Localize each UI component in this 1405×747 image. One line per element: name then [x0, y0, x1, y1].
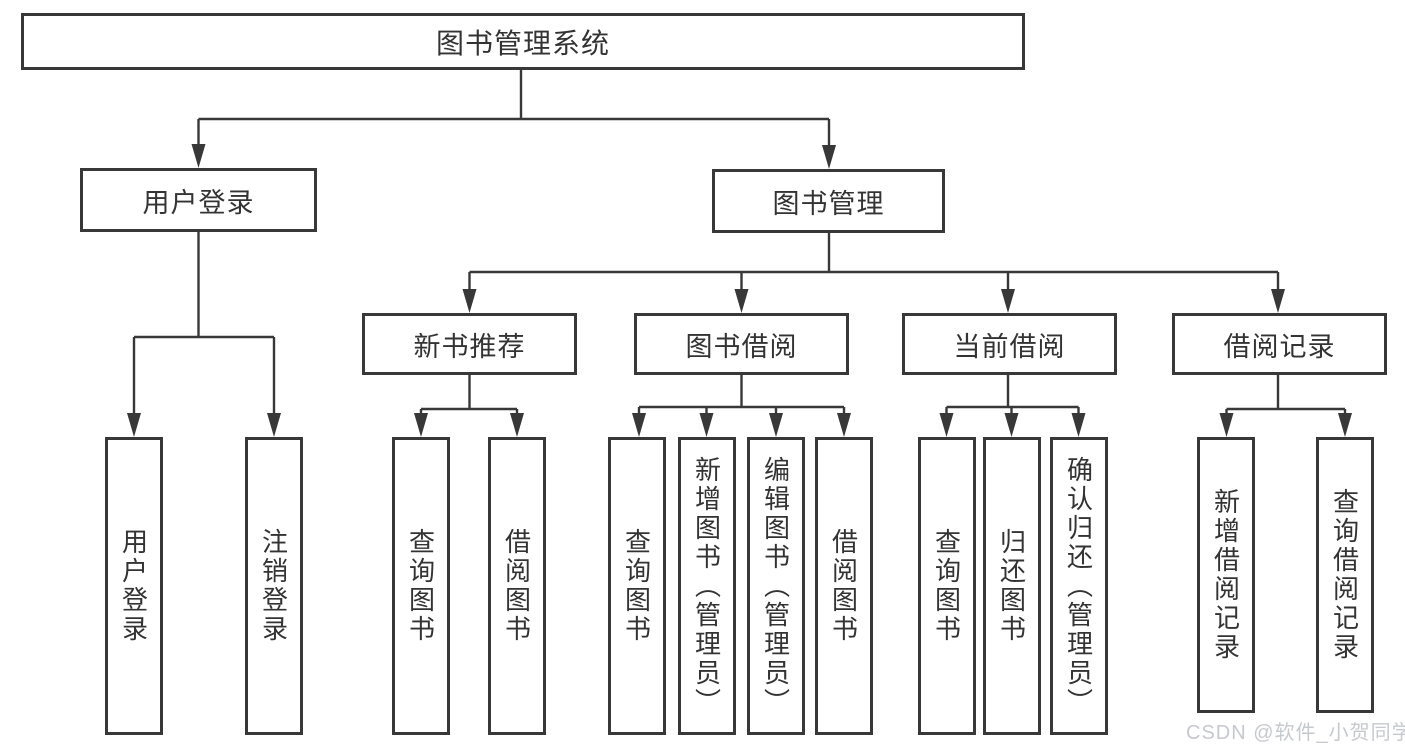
leaf-label: 编辑图书（管理员）	[760, 455, 791, 717]
leaf-query-borrow-record: 查询借阅记录	[1316, 437, 1374, 713]
node-label: 图书管理系统	[435, 27, 610, 59]
node-library-management-system: 图书管理系统	[21, 13, 1025, 70]
node-book-borrowing: 图书借阅	[634, 313, 849, 375]
leaf-label: 注销登录	[258, 528, 289, 644]
connector-root-to-level2	[197, 70, 831, 147]
leaf-confirm-return-admin: 确认归还（管理员）	[1050, 437, 1108, 735]
watermark: CSDN @软件_小贺同学	[1186, 722, 1405, 744]
leaf-edit-book-admin: 编辑图书（管理员）	[747, 437, 805, 735]
leaf-label: 查询图书	[621, 528, 652, 644]
node-current-borrowing: 当前借阅	[902, 313, 1117, 375]
leaf-label: 用户登录	[118, 528, 149, 644]
leaf-logout: 注销登录	[245, 437, 303, 735]
leaf-label: 新增图书（管理员）	[691, 455, 722, 717]
connector-current-borrow-fork	[945, 375, 1080, 416]
leaf-query-book-borrowing: 查询图书	[608, 437, 666, 735]
leaf-query-book-current: 查询图书	[918, 437, 976, 735]
leaf-label: 借阅图书	[501, 528, 532, 644]
connector-borrow-record-fork	[1225, 375, 1347, 416]
node-new-book-recommendation: 新书推荐	[362, 313, 577, 375]
connector-user-login-fork	[132, 232, 276, 416]
leaf-borrow-book: 借阅图书	[815, 437, 873, 735]
node-label: 图书管理	[772, 188, 885, 219]
node-label: 图书借阅	[685, 331, 798, 362]
leaf-label: 确认归还（管理员）	[1063, 455, 1094, 717]
arrowheads	[127, 144, 1352, 437]
leaf-query-book-recommend: 查询图书	[392, 437, 450, 735]
leaf-label: 借阅图书	[828, 528, 859, 644]
leaf-label: 查询图书	[405, 528, 436, 644]
leaf-add-book-admin: 新增图书（管理员）	[678, 437, 736, 735]
leaf-label: 新增借阅记录	[1210, 488, 1241, 662]
connector-book-borrow-fork	[637, 375, 846, 416]
node-user-login: 用户登录	[80, 168, 317, 232]
connector-new-book-fork	[419, 375, 519, 416]
node-label: 借阅记录	[1223, 331, 1336, 362]
connector-book-management-fork	[468, 233, 1280, 292]
leaf-borrow-book-recommend: 借阅图书	[488, 437, 546, 735]
node-label: 新书推荐	[413, 331, 526, 362]
node-label: 用户登录	[142, 187, 255, 218]
node-label: 当前借阅	[953, 331, 1066, 362]
leaf-label: 查询借阅记录	[1329, 488, 1360, 662]
leaf-label: 查询图书	[931, 528, 962, 644]
leaf-return-book: 归还图书	[983, 437, 1041, 735]
leaf-user-login: 用户登录	[105, 437, 163, 735]
leaf-add-borrow-record: 新增借阅记录	[1197, 437, 1255, 713]
leaf-label: 归还图书	[996, 528, 1027, 644]
node-book-management: 图书管理	[712, 169, 945, 233]
node-borrowing-records: 借阅记录	[1172, 313, 1387, 375]
